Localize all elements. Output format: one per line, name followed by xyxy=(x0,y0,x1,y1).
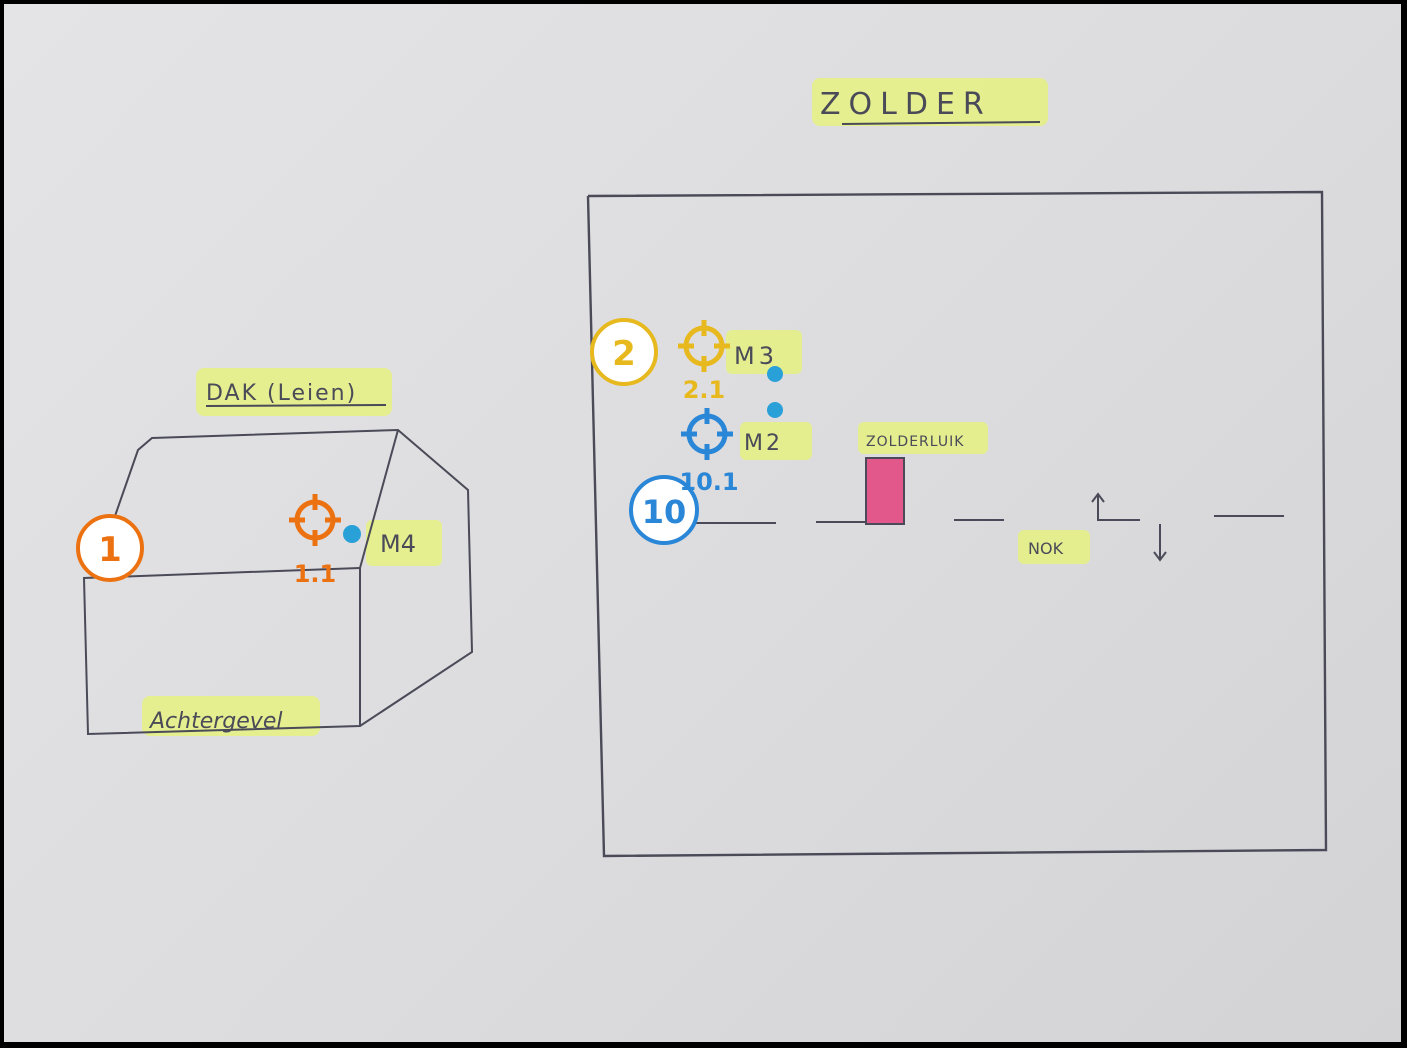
house-sketch xyxy=(82,428,474,736)
label-m2: M2 xyxy=(744,431,783,456)
nok-ridge-line xyxy=(696,515,1284,524)
highlight-dak xyxy=(196,368,392,416)
label-nok: NOK xyxy=(1028,539,1064,558)
label-zolderluik: ZOLDERLUIK xyxy=(866,434,964,450)
highlight-zolder xyxy=(812,78,1048,126)
marker-label-1-1: 1.1 xyxy=(294,560,337,588)
label-m4: M4 xyxy=(380,530,416,558)
marker-2[interactable]: 2 xyxy=(590,318,658,386)
marker-label-10-1: 10.1 xyxy=(679,468,738,496)
measure-point-dot xyxy=(343,525,361,543)
title-zolder: ZOLDER xyxy=(820,87,992,122)
direction-arrows-icon xyxy=(1091,492,1167,562)
crosshair-icon[interactable] xyxy=(289,494,341,546)
zolder-floorplan xyxy=(586,190,1328,858)
measure-point-dot xyxy=(767,366,783,382)
zolderluik-hatch xyxy=(865,457,905,525)
marker-10[interactable]: 10 xyxy=(629,475,699,545)
crosshair-icon[interactable] xyxy=(678,320,730,372)
highlight-zolderluik xyxy=(858,422,988,454)
title-dak: DAK (Leien) xyxy=(206,381,357,406)
highlight-achtergevel xyxy=(142,696,320,736)
sketch-canvas: ZOLDER DAK (Leien) Achtergevel ZOLDERLUI… xyxy=(76,78,1328,858)
marker-1[interactable]: 1 xyxy=(76,514,144,582)
svg-text:10: 10 xyxy=(642,493,687,531)
highlight-m2 xyxy=(740,422,812,460)
measure-point-dot xyxy=(767,402,783,418)
marker-label-2-1: 2.1 xyxy=(683,376,726,404)
paper-sheet: ZOLDER DAK (Leien) Achtergevel ZOLDERLUI… xyxy=(4,4,1401,1042)
crosshair-icon[interactable] xyxy=(681,408,733,460)
highlight-m3 xyxy=(726,330,802,374)
highlight-m4 xyxy=(366,520,442,566)
label-m3: M3 xyxy=(734,342,778,370)
svg-text:2: 2 xyxy=(612,334,636,374)
svg-text:1: 1 xyxy=(98,530,122,570)
highlight-nok xyxy=(1018,530,1090,564)
